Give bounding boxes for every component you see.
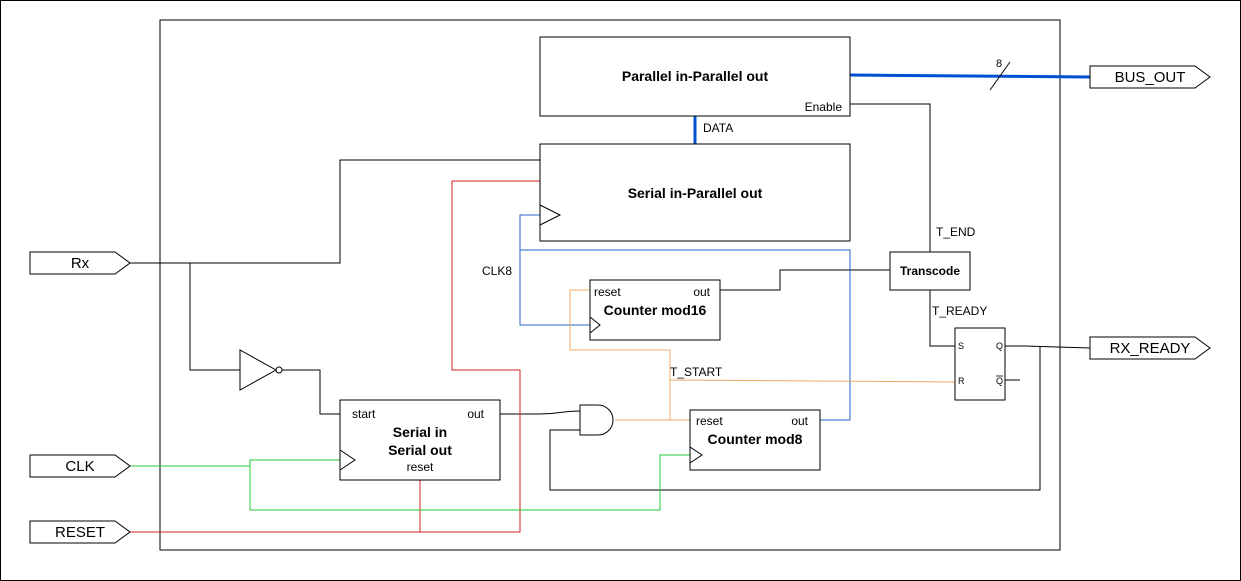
port-clk: CLK [29, 454, 131, 478]
t-end-label: T_END [936, 225, 976, 239]
sipo-title: Serial in-Parallel out [628, 185, 763, 201]
bus-width-slash [989, 61, 1011, 91]
data-label: DATA [703, 121, 733, 135]
siso-title-line1: Serial in [393, 424, 447, 440]
clk8-wire [519, 214, 590, 326]
siso-title-line2: Serial out [388, 442, 452, 458]
siso-block: start out Serial in Serial out reset [339, 399, 501, 481]
bus-out-wire [849, 73, 1091, 79]
q-out-wire [1005, 345, 1091, 349]
t-end-wire [850, 103, 931, 252]
port-rx-ready-label: RX_READY [1110, 340, 1191, 357]
rx-to-inverter-wire [189, 263, 240, 371]
system-boundary [159, 19, 1061, 551]
clk8-label: CLK8 [482, 264, 512, 278]
pipo-title: Parallel in-Parallel out [622, 68, 769, 84]
port-rx-ready: RX_READY [1089, 336, 1211, 360]
siso-reset-label: reset [407, 460, 434, 474]
counter8-reset-label: reset [696, 414, 723, 428]
port-rx: Rx [29, 251, 131, 275]
t-start-to-r-wire [669, 379, 956, 383]
clk-wire [130, 459, 340, 467]
siso-start-label: start [352, 407, 376, 421]
pipo-enable-label: Enable [805, 100, 843, 114]
port-bus-out: BUS_OUT [1089, 65, 1211, 89]
port-reset-label: RESET [55, 524, 105, 541]
counter8-block: reset out Counter mod8 [689, 409, 821, 471]
transcode-block: Transcode [889, 251, 971, 291]
counter16-to-transcode-wire [720, 269, 890, 291]
ff-q-label: Q [996, 341, 1003, 351]
transcode-title: Transcode [900, 264, 960, 278]
pipo-block: Parallel in-Parallel out Enable [539, 36, 851, 117]
counter16-out-label: out [693, 285, 710, 299]
port-reset: RESET [29, 520, 131, 544]
t-start-label: T_START [670, 365, 723, 379]
port-bus-out-label: BUS_OUT [1115, 69, 1186, 86]
t-ready-label: T_READY [932, 304, 987, 318]
t-start-wire [569, 289, 671, 420]
t-ready-wire [929, 290, 955, 347]
ff-r-label: R [958, 376, 965, 386]
sipo-block: Serial in-Parallel out [539, 143, 851, 242]
reset-wire [130, 180, 540, 533]
bus-width-label: 8 [996, 58, 1002, 70]
siso-out-wire [500, 410, 581, 415]
ff-qn-label: Q [996, 376, 1003, 386]
and-gate [579, 404, 614, 436]
clk8-feedback-wire [520, 249, 851, 421]
feedback-wire [549, 347, 1041, 491]
counter16-reset-label: reset [594, 285, 621, 299]
counter16-title: Counter mod16 [604, 302, 707, 318]
inverter-gate [239, 349, 283, 391]
sr-flipflop: S R Q Q [954, 327, 1006, 401]
rx-wire [130, 159, 540, 264]
port-rx-label: Rx [71, 255, 90, 272]
clk-branch-wire [249, 454, 690, 511]
counter8-title: Counter mod8 [708, 431, 803, 447]
inverter-to-start-wire [282, 369, 340, 415]
wires [130, 61, 1091, 533]
counter16-block: reset out Counter mod16 [589, 279, 721, 341]
ff-s-label: S [958, 341, 964, 351]
siso-out-label: out [467, 407, 484, 421]
counter8-out-label: out [791, 414, 808, 428]
port-clk-label: CLK [65, 458, 94, 475]
